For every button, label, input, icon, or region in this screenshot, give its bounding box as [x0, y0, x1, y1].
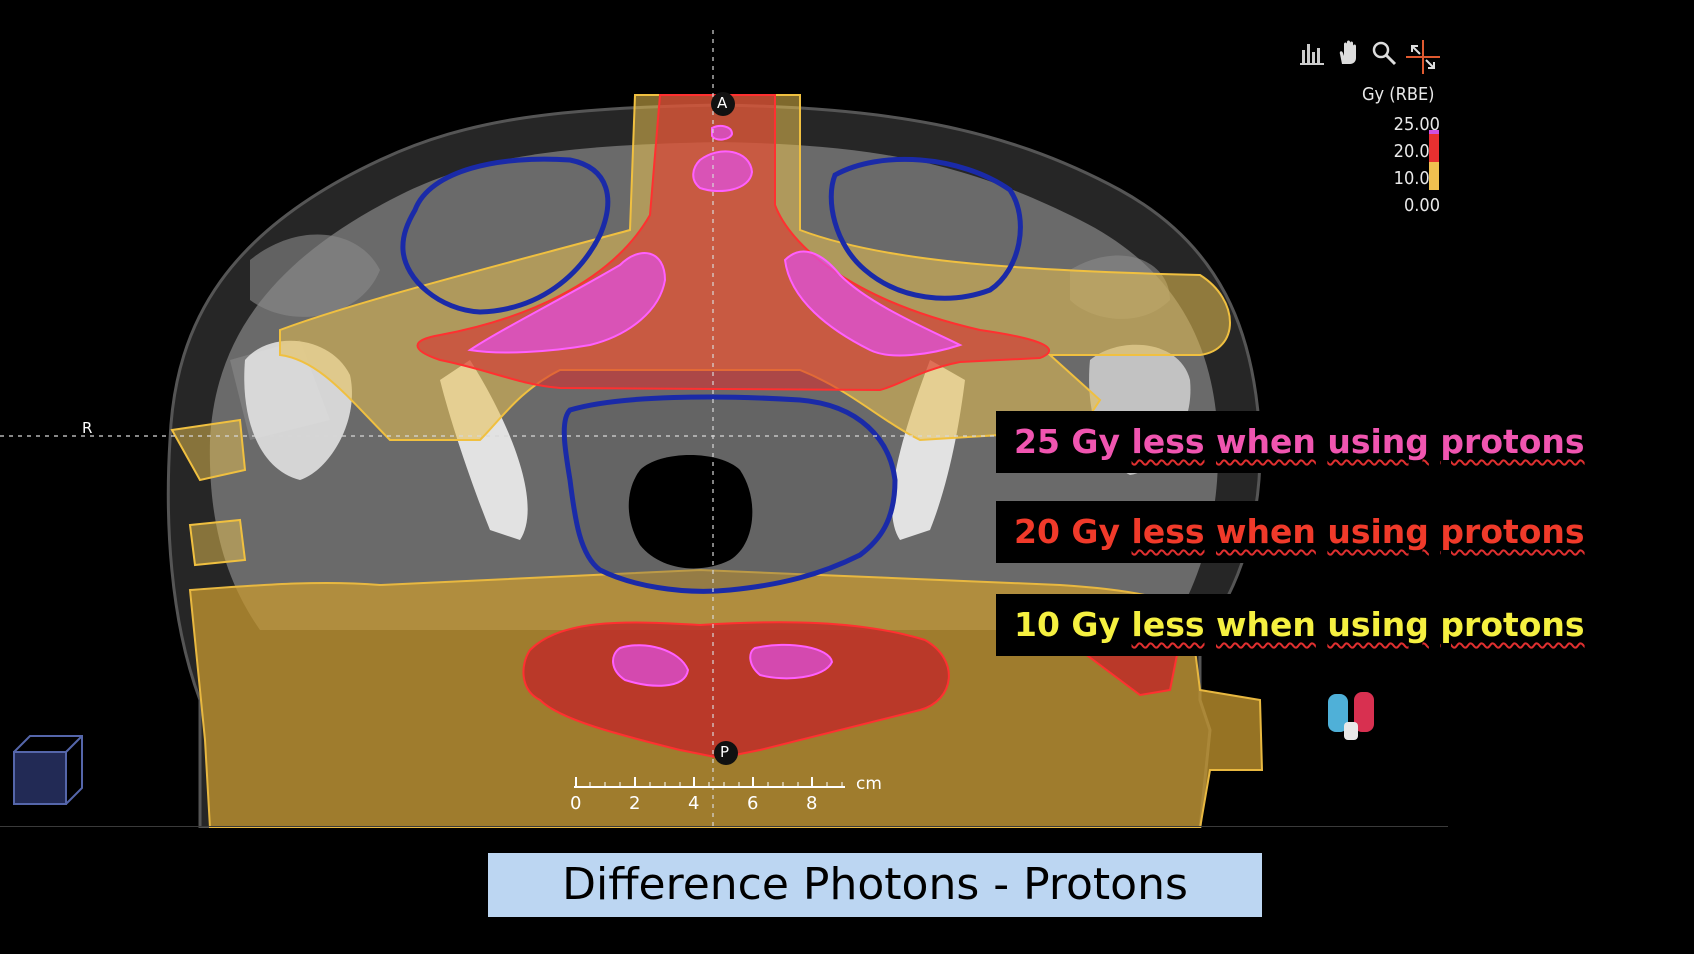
legend-value: 0.00 — [1403, 195, 1440, 216]
callout-text: 20 Gy less when using protons — [1014, 512, 1585, 551]
histogram-icon[interactable] — [1298, 40, 1326, 68]
callout-10gy: 10 Gy less when using protons — [996, 594, 1640, 656]
scale-tick-label: 2 — [629, 793, 641, 814]
scale-tick-label: 8 — [806, 793, 818, 814]
ct-slice-image — [0, 30, 1374, 828]
scale-tick-label: 0 — [570, 793, 582, 814]
legend-value: 10.00 — [1393, 168, 1440, 189]
orientation-figure-icon[interactable] — [1328, 692, 1374, 740]
legend-swatch-20 — [1429, 134, 1439, 162]
dose-25gy-symphysis — [692, 125, 754, 192]
3d-cube-icon[interactable] — [13, 735, 83, 805]
orientation-anterior: A — [717, 94, 728, 112]
ct-dose-viewer[interactable]: A P R 0 2 4 6 8 cm — [0, 0, 1448, 828]
pan-hand-icon[interactable] — [1334, 40, 1362, 68]
dose-25gy-sacrum — [612, 643, 834, 687]
pubic-bone — [440, 360, 965, 540]
bowel-contour-right — [400, 156, 611, 315]
legend-swatch-25 — [1429, 130, 1439, 134]
legend-value: 20.00 — [1393, 141, 1440, 162]
scale-unit-label: cm — [856, 774, 882, 794]
legend-title: Gy (RBE) — [1362, 84, 1435, 105]
dose-25gy-right — [467, 252, 667, 354]
viewer-bottom-border — [0, 826, 1448, 827]
callout-text: 25 Gy less when using protons — [1014, 422, 1585, 461]
orientation-right: R — [82, 419, 93, 437]
callout-text: 10 Gy less when using protons — [1014, 605, 1585, 644]
crosshair-icon[interactable] — [1406, 40, 1440, 74]
rectal-lumen — [628, 455, 753, 569]
callout-20gy: 20 Gy less when using protons — [996, 501, 1640, 563]
scale-tick-label: 4 — [688, 793, 700, 814]
bowel-contour-left — [828, 156, 1023, 301]
dose-25gy-left — [783, 250, 963, 357]
zoom-icon[interactable] — [1370, 40, 1398, 68]
callout-25gy: 25 Gy less when using protons — [996, 411, 1640, 473]
slide-caption: Difference Photons - Protons — [488, 853, 1262, 917]
legend-value: 25.00 — [1393, 114, 1440, 135]
dose-10gy-side — [170, 418, 247, 567]
scale-bar — [574, 777, 845, 788]
viewer-toolbar — [1298, 40, 1440, 74]
legend-swatch-10 — [1429, 162, 1439, 190]
orientation-posterior: P — [720, 743, 730, 761]
scale-tick-label: 6 — [747, 793, 759, 814]
